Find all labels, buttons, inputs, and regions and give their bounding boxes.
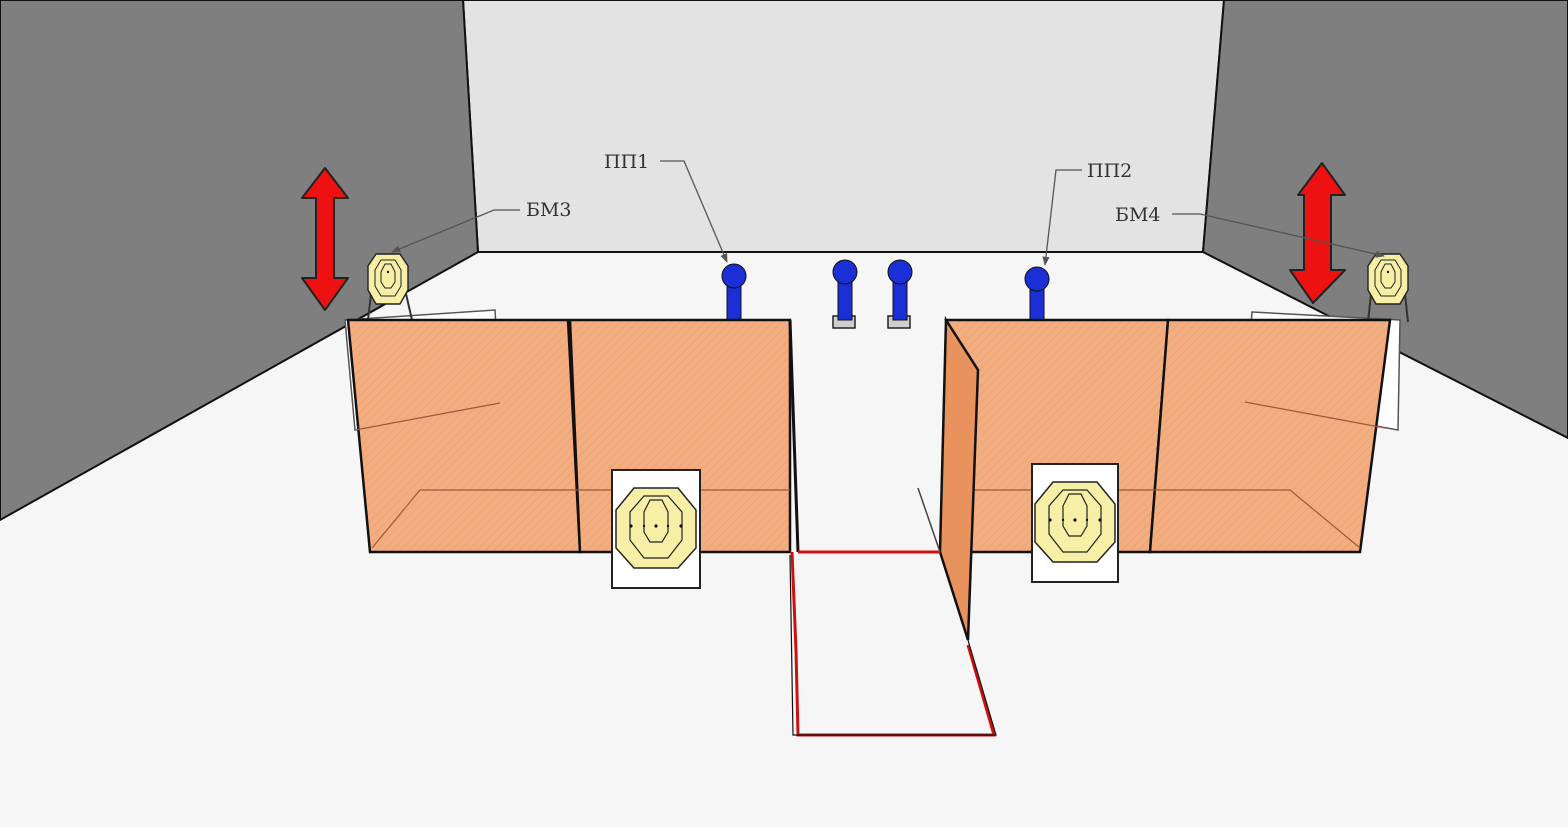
leader-bm4	[1172, 213, 1385, 258]
label-pp1: ПП1	[604, 151, 649, 173]
arrow-bm4	[1289, 162, 1346, 304]
left-wall-panels	[346, 318, 800, 554]
leader-pp1	[660, 160, 728, 263]
arrow-bm3	[301, 167, 349, 311]
shooting-box	[789, 550, 997, 737]
popper-center-right	[887, 259, 913, 329]
leader-bm3	[391, 209, 520, 253]
left-wall	[0, 0, 480, 522]
paper-target-left	[611, 469, 701, 589]
popper-center-left	[832, 259, 858, 329]
swinger-target-bm3	[367, 253, 413, 321]
label-bm4: БМ4	[1115, 204, 1161, 226]
swinger-target-bm4	[1367, 253, 1409, 323]
leader-pp2	[1042, 169, 1082, 266]
back-wall	[461, 0, 1226, 253]
right-wall-panels	[917, 315, 1392, 641]
paper-target-right	[1031, 463, 1119, 583]
label-pp2: ПП2	[1087, 160, 1132, 182]
right-wall	[1201, 0, 1568, 440]
label-bm3: БМ3	[526, 199, 572, 221]
